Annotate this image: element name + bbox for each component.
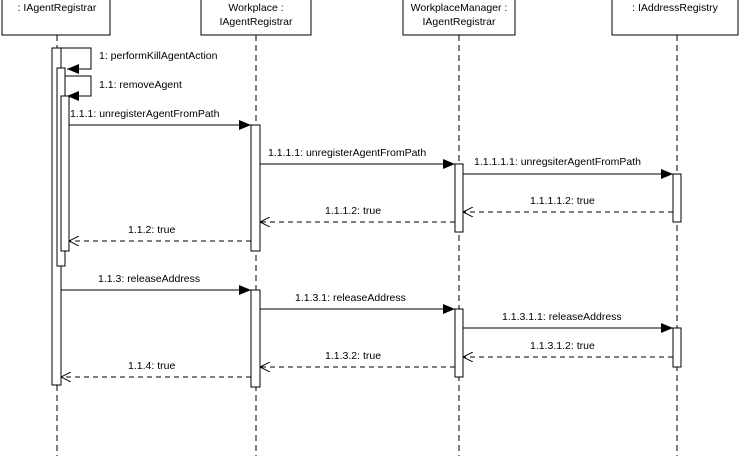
message-label: 1.1.1.1.1: unregsiterAgentFromPath [474,156,641,168]
activation-bar [250,289,261,388]
message-label: 1.1.2: true [128,224,175,236]
participant-iagentregistrar[interactable]: : IAgentRegistrar [1,0,111,36]
participant-label: IAgentRegistrar [220,16,293,28]
msg-return-1-1-1-1-2: 1.1.1.1.2: true [463,195,673,212]
activation-bar [672,327,682,368]
activation-bar [60,95,70,252]
activation-bar [454,163,464,233]
message-label: 1.1.1: unregisterAgentFromPath [70,108,220,120]
message-label: 1.1.3.2: true [325,350,381,362]
message-label: 1.1: removeAgent [99,79,182,91]
msg-return-1-1-4: 1.1.4: true [61,360,251,377]
msg-unregister-agent-from-path-2: 1.1.1.1: unregisterAgentFromPath [260,147,455,169]
msg-return-1-1-3-1-2: 1.1.3.1.2: true [463,340,673,357]
activation-bar [454,308,464,378]
message-label: 1.1.3.1.1: releaseAddress [502,311,622,323]
msg-return-1-1-1-2: 1.1.1.2: true [260,205,455,222]
message-label: 1.1.1.1.2: true [530,195,595,207]
msg-release-address-2: 1.1.3.1: releaseAddress [260,292,455,314]
msg-remove-agent: 1.1: removeAgent [65,75,182,101]
message-label: 1: performKillAgentAction [99,50,218,62]
message-label: 1.1.4: true [128,360,175,372]
msg-release-address-3: 1.1.3.1.1: releaseAddress [463,311,673,333]
participant-label: IAgentRegistrar [423,16,496,28]
message-label: 1.1.1.2: true [325,205,381,217]
message-label: 1.1.3.1.2: true [530,340,595,352]
msg-unregister-agent-from-path: 1.1.1: unregisterAgentFromPath [69,108,251,130]
activation-bar [672,173,682,223]
participant-label: : IAgentRegistrar [18,2,97,14]
message-label: 1.1.3: releaseAddress [98,273,200,285]
msg-unregsiter-agent-from-path: 1.1.1.1.1: unregsiterAgentFromPath [463,156,673,179]
msg-return-1-1-3-2: 1.1.3.2: true [260,350,455,367]
participant-iaddress-registry[interactable]: : IAddressRegistry [611,0,739,36]
msg-return-1-1-2: 1.1.2: true [69,224,251,241]
participant-label: WorkplaceManager : [411,2,508,14]
participant-workplace[interactable]: Workplace : IAgentRegistrar [200,0,312,36]
participant-workplace-manager[interactable]: WorkplaceManager : IAgentRegistrar [402,0,516,36]
participant-label: Workplace : [228,2,283,14]
msg-perform-kill-agent-action: 1: performKillAgentAction [61,47,218,74]
message-label: 1.1.1.1: unregisterAgentFromPath [268,147,426,159]
msg-release-address: 1.1.3: releaseAddress [61,273,251,295]
message-label: 1.1.3.1: releaseAddress [295,292,406,304]
activation-bar [250,124,261,252]
participant-label: : IAddressRegistry [632,2,719,14]
